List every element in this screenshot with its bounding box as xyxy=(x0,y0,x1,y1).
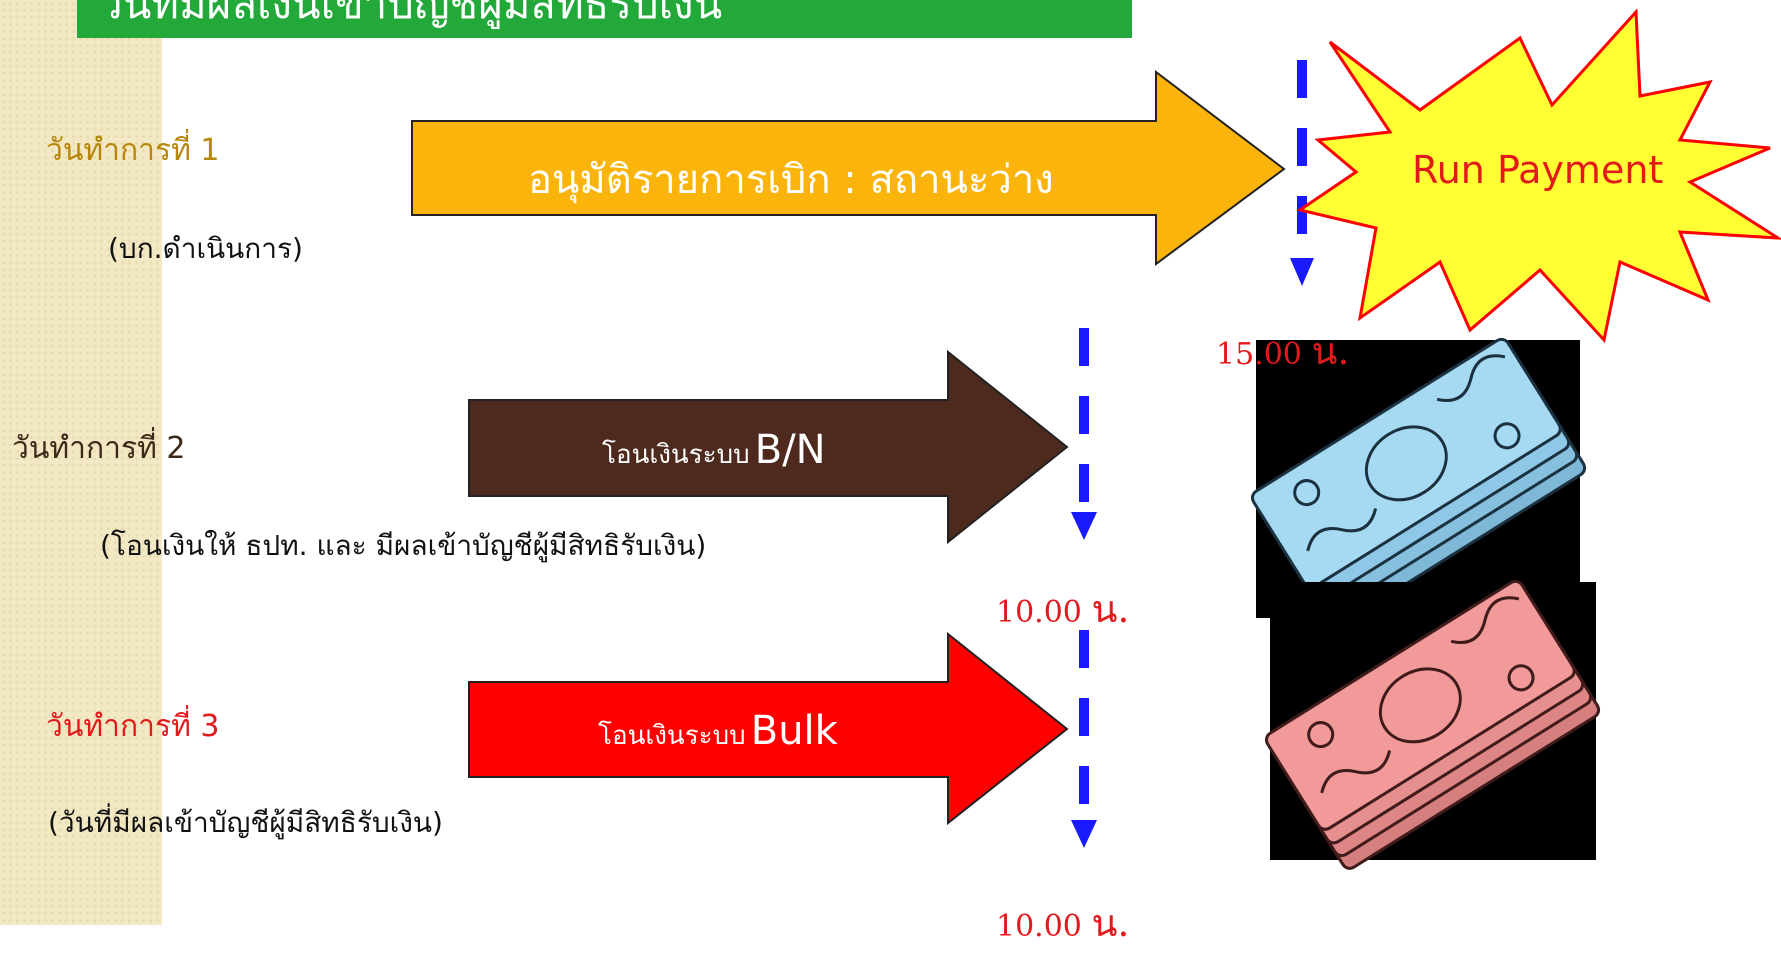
step3-arrow-label-system: Bulk xyxy=(750,708,838,754)
step2-arrow-label: โอนเงินระบบ B/N xyxy=(602,427,826,475)
money-stack-blue xyxy=(1250,337,1587,628)
step3-arrow-label-text: โอนเงินระบบ xyxy=(598,721,746,751)
step1-cutoff-time: 15.00 น. xyxy=(1216,320,1350,381)
cutoff-line-1 xyxy=(1290,60,1314,286)
slide-title: วันที่มีผลเงินเข้าบัญชีผู้มีสิทธิรับเงิน xyxy=(77,0,1132,38)
run-payment-label: Run Payment xyxy=(1412,148,1664,192)
step3-cutoff-value: 10.00 xyxy=(996,909,1082,944)
step2-arrow-label-system: B/N xyxy=(754,427,826,473)
decorative-left-strip xyxy=(0,0,162,925)
cutoff-line-3 xyxy=(1071,630,1097,848)
step2-note: (โอนเงินให้ ธปท. และ มีผลเข้าบัญชีผู้มีส… xyxy=(100,529,707,562)
step1-cutoff-value: 15.00 xyxy=(1216,337,1302,372)
step2-cutoff-time: 10.00 น. xyxy=(996,578,1130,639)
step1-day-label: วันทำการที่ 1 xyxy=(46,133,220,168)
step2-day-label: วันทำการที่ 2 xyxy=(12,431,186,466)
cutoff-line-2 xyxy=(1071,328,1097,540)
run-payment-burst xyxy=(1296,8,1781,344)
step1-arrow xyxy=(411,69,1286,266)
step3-cutoff-unit: น. xyxy=(1091,901,1130,945)
step3-cutoff-time: 10.00 น. xyxy=(996,892,1130,953)
step3-note: (วันที่มีผลเข้าบัญชีผู้มีสิทธิรับเงิน) xyxy=(48,806,443,839)
diagram-canvas xyxy=(411,8,1781,870)
step2-cutoff-unit: น. xyxy=(1091,587,1130,631)
step3-arrow xyxy=(468,631,1069,826)
step2-arrow xyxy=(468,349,1069,545)
step2-cutoff-value: 10.00 xyxy=(996,595,1082,630)
step3-arrow-label: โอนเงินระบบ Bulk xyxy=(598,708,838,756)
step1-arrow-label: อนุมัติรายการเบิก : สถานะว่าง xyxy=(528,157,1054,203)
step1-note: (บก.ดำเนินการ) xyxy=(108,232,303,265)
step2-arrow-label-text: โอนเงินระบบ xyxy=(602,440,750,470)
step3-day-label: วันทำการที่ 3 xyxy=(46,709,220,744)
money-stack-red xyxy=(1264,579,1601,870)
step1-cutoff-unit: น. xyxy=(1311,329,1350,373)
